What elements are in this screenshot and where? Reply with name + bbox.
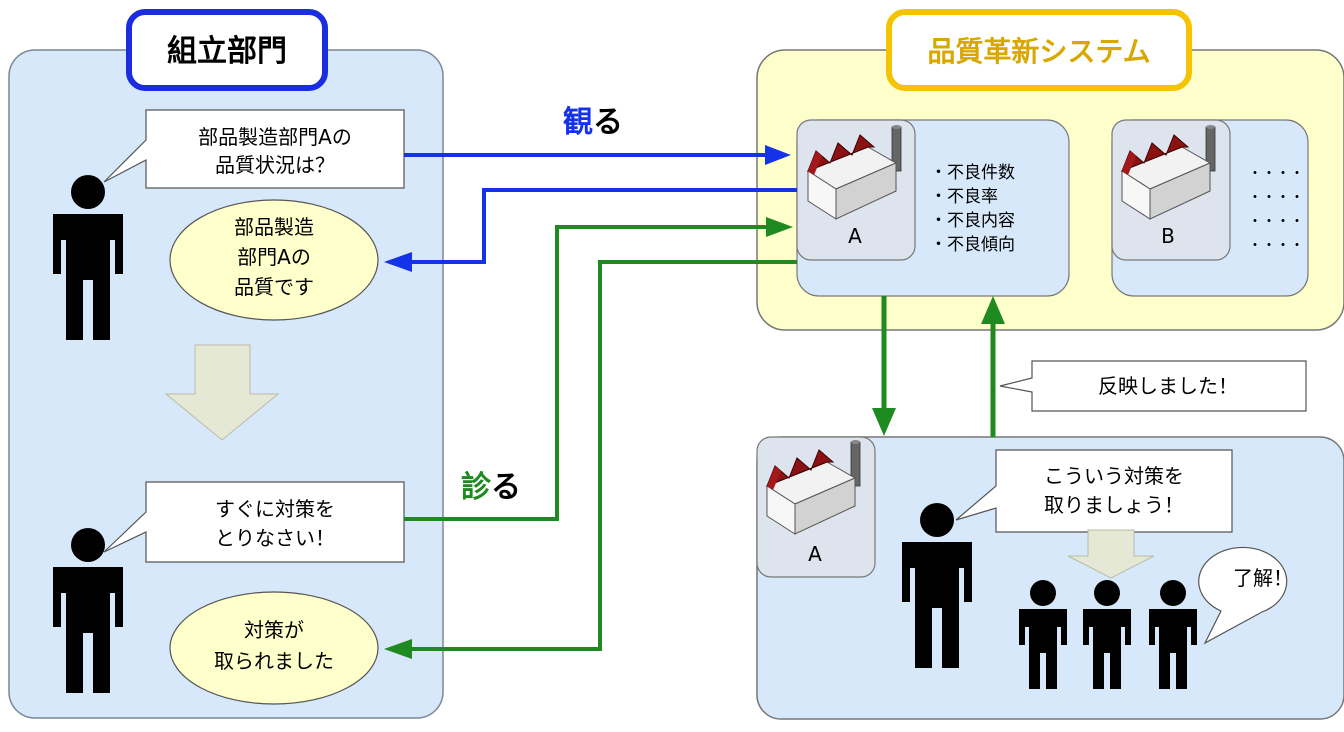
done-ellipse [169,591,379,705]
down-arrow-icon [164,344,280,441]
system-title: 品質革新システム [927,35,1150,68]
diagnose-label: 診る [461,470,521,505]
system-title-box [886,9,1192,91]
leader-bubble [955,449,1233,533]
metric-3: ・不良内容 [930,211,1015,231]
answer-line-3: 品質です [234,275,314,299]
factory-floor-label: A [808,542,822,566]
ack-text: 了解！ [1233,566,1293,590]
feedback-arrowhead [981,296,1005,324]
down-arrow-icon [1067,529,1155,579]
inquiry-arrowhead [765,145,791,165]
b-dots-2: ・・・・ [1248,190,1304,206]
observe-label: 観る [563,105,623,140]
done-line-1: 対策が [244,618,304,642]
b-dots-1: ・・・・ [1248,166,1304,182]
answer-line-1: 部品製造 [234,215,314,239]
ack-bubble [1198,546,1288,645]
question-line-2: 品質状況は？ [215,153,335,177]
factory-a-label: A [848,224,862,248]
done-line-2: 取られました [214,649,334,673]
done-arrowhead [384,639,412,659]
dispatch-arrowhead [872,408,896,436]
b-dots-3: ・・・・ [1248,214,1304,230]
metric-2: ・不良率 [930,187,998,207]
assembly-title: 組立部門 [167,34,287,69]
order-arrow-line [404,225,766,521]
question-line-1: 部品製造部門Aの [198,125,352,149]
diagnose-char: 診 [461,470,492,505]
reflect-text: 反映しました！ [1098,374,1238,398]
metric-4: ・不良傾向 [930,235,1015,255]
done-arrow-line [412,260,797,651]
order-bubble [103,481,405,563]
order-line-2: とりなさい！ [215,526,335,550]
order-arrowhead [766,217,793,237]
metric-1: ・不良件数 [930,163,1015,183]
reflect-bubble [999,360,1307,412]
order-line-1: すぐに対策を [215,497,335,521]
answer-line-2: 部門Aの [237,245,311,269]
leader-line-2: 取りましょう！ [1044,493,1184,517]
observe-char: 観 [563,105,593,140]
leader-line-1: こういう対策を [1044,464,1184,488]
observe-suffix: る [593,105,623,140]
answer-ellipse [169,199,379,321]
b-dots-4: ・・・・ [1248,238,1304,254]
answer-arrowhead [384,252,412,272]
assembly-title-box [126,9,328,91]
diagnose-suffix: る [491,470,521,505]
question-bubble [103,109,405,189]
answer-arrow-line [412,188,797,264]
factory-b-label: B [1161,224,1175,248]
